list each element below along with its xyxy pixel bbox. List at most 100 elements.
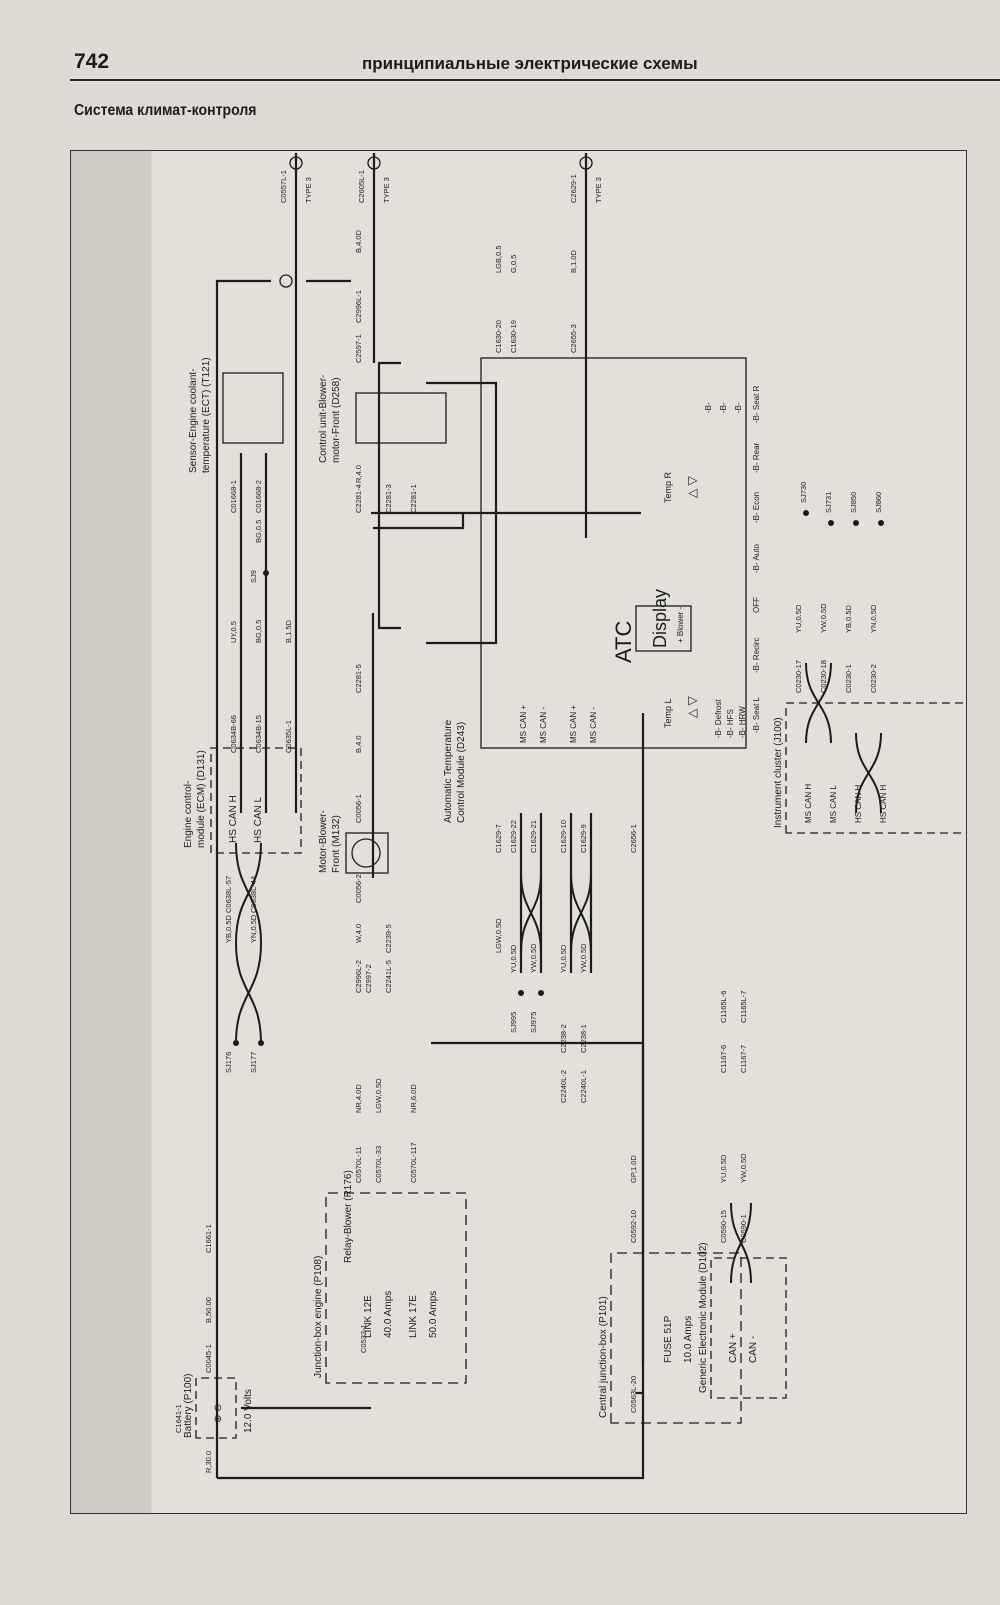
header-rule (70, 79, 1000, 81)
atc-btn-right-2: -B- (719, 402, 728, 413)
ground-symbols (279, 156, 593, 288)
dot-sj9 (263, 570, 269, 576)
lbl-ecm-c1: C0638L-57 (224, 876, 233, 913)
lbl-jb-w3: NR,6.0D (409, 1084, 418, 1113)
dot-sj731 (828, 520, 834, 526)
lbl-m-c2: C2997-2 (364, 964, 373, 993)
jb-link-a: LINK 12E (363, 1295, 374, 1338)
atc-btn-hrw: -B- HRW (738, 706, 747, 738)
lbl-bat-wire: R,30.0 (204, 1451, 213, 1473)
cluster-pin-1: MS CAN H (804, 784, 813, 823)
lbl-cjb-c: C0563L-20 (629, 1376, 638, 1413)
atc-btn-seat-r: -B- Seat R (752, 385, 761, 423)
wire-main-rail (217, 1041, 645, 1480)
twisted-pairs (235, 662, 882, 1284)
lbl-g2-type: TYPE 3 (382, 177, 391, 203)
lbl-c2597-1: C2597-1 (354, 334, 363, 363)
lbl-sj731: SJ731 (824, 492, 833, 513)
lbl-ecm-c2: C0638L-44 (249, 876, 258, 913)
control-unit-title-1: Control unit-Blower- (318, 375, 329, 463)
lbl-jb-w2: LGW,0.5D (374, 1078, 383, 1113)
lbl-c01668-1: C01668-1 (229, 480, 238, 513)
atc-pin-3: MS CAN + (569, 705, 578, 743)
component-titles: Battery (P100) 12.0 Volts ⊕ ⊖ Junction-b… (183, 357, 784, 1438)
lbl-c2281-3: C2281-3 (384, 484, 393, 513)
lbl-bat-c2: C0045-1 (204, 1344, 213, 1373)
diagram-frame: Battery (P100) 12.0 Volts ⊕ ⊖ Junction-b… (70, 150, 967, 1514)
twist-gem (730, 1202, 752, 1284)
atc-display: Display (650, 589, 670, 648)
dot-sj975 (538, 990, 544, 996)
lbl-gem-c3: C1167-7 (739, 1045, 748, 1073)
lbl-c2281-4: C2281-4 (354, 484, 363, 513)
jb-link-b: LINK 17E (408, 1295, 419, 1338)
control-unit-title-2: motor-Front (D258) (331, 377, 342, 463)
atc-blower: + Blower - (676, 606, 685, 643)
lbl-w-b4b: B,4.0D (354, 229, 363, 253)
atc-label: ATC (611, 621, 636, 663)
twist-ic-2 (855, 732, 882, 814)
lbl-ic-c3: C0230-1 (844, 664, 853, 693)
atc-temp-l: Temp L (663, 698, 673, 728)
lbl-cjb-o3: C0590-1 (739, 1214, 748, 1243)
page-number: 742 (74, 50, 110, 73)
battery-title: Battery (P100) (183, 1374, 194, 1438)
atc-pin-2: MS CAN - (539, 707, 548, 743)
jb-engine-title: Junction-box engine (P108) (313, 1256, 324, 1378)
lbl-ic-c1: C0230-17 (794, 660, 803, 693)
ecm-title-1: Engine control- (183, 781, 194, 848)
battery-ground-icon (279, 274, 293, 288)
wires (215, 153, 645, 1480)
ground-1-icon (289, 156, 303, 170)
lbl-bat-gnd: C1661-1 (204, 1224, 213, 1253)
lbl-cjb-o1: C0592-10 (629, 1210, 638, 1243)
gem-can-plus: CAN + (728, 1333, 739, 1363)
running-title: принципиальные электрические схемы (362, 54, 698, 73)
lbl-ic-c2: C0230-18 (819, 660, 828, 693)
atc-arrows-r: △ ▽ (685, 475, 699, 498)
lbl-ic-w3: YB,0.5D (844, 604, 853, 633)
atc-btn-right-3: -B- (734, 402, 743, 413)
twist-atc-1 (520, 872, 542, 954)
lbl-c0056-1: C0056-1 (354, 794, 363, 823)
lbl-gem-c2: C1165L-6 (719, 991, 728, 1023)
connector-labels: R,30.0 C1641-1 C0045-1 B,50.00 C1661-1 C… (174, 170, 883, 1473)
jb-link-a-rating: 40.0 Amps (383, 1291, 394, 1338)
lbl-w-bg2: BG,0.5 (254, 520, 263, 543)
lbl-w-bg1: BG,0.5 (254, 620, 263, 643)
lbl-can-yw1: YW,0.5D (529, 943, 538, 973)
lbl-atc-c21: C1629-21 (529, 820, 538, 853)
ecm-box (210, 747, 302, 854)
lbl-ic-w2: YW,0.5D (819, 603, 828, 633)
lbl-jb-o2: C0570L-33 (374, 1146, 383, 1183)
wire-cu-loop-inner (426, 381, 498, 645)
lbl-w-b4: B,4.0 (354, 735, 363, 753)
lbl-cjb-w2: YU,0.5D (719, 1154, 728, 1183)
atc-module-box (480, 357, 747, 749)
lbl-sj176: SJ176 (224, 1052, 233, 1073)
lbl-sj995: SJ995 (509, 1012, 518, 1033)
lbl-jb-o3: C0570L-117 (409, 1142, 418, 1183)
atc-arrows-l: △ ▽ (685, 695, 699, 718)
jb-engine-box (325, 1192, 467, 1384)
lbl-c0634b-15: C0634B-15 (254, 715, 263, 753)
lbl-gem-c1: C1167-6 (719, 1045, 728, 1073)
ecm-title-2: module (ECM) (D131) (196, 750, 207, 848)
atc-title-1: Automatic Temperature (443, 719, 454, 823)
cjb-fuse: FUSE 51P (663, 1315, 674, 1363)
dot-sj850 (853, 520, 859, 526)
lbl-c2240-2: C2240L-2 (559, 1070, 568, 1103)
ecm-pin-b: HS CAN L (253, 796, 264, 843)
cluster-pin-2: MS CAN L (829, 785, 838, 823)
motor-box (345, 832, 389, 874)
dot-sj730 (803, 510, 809, 516)
section-title: Система климат-контроля (74, 102, 257, 119)
atc-title-2: Control Module (D243) (456, 722, 467, 823)
lbl-w-b15: B,1.5D (284, 619, 293, 643)
motor-title-2: Front (M132) (331, 815, 342, 873)
dot-sj176 (233, 1040, 239, 1046)
lbl-atc-c22: C1629-22 (509, 820, 518, 853)
lbl-jb-o1: C0570L-11 (354, 1146, 363, 1183)
cluster-pin-4: HS CAN H (879, 785, 888, 823)
lbl-c0635l-1: C0635L-1 (284, 720, 293, 753)
